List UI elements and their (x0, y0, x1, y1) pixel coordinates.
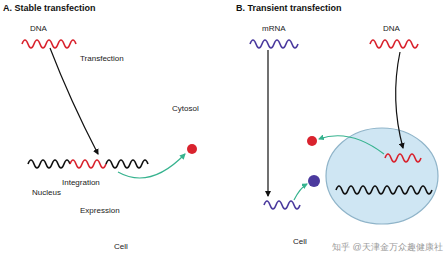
panel-title: B. Transient transfection (236, 3, 342, 14)
region-label: Cytosol (172, 104, 199, 114)
process-label: Transfection (80, 54, 124, 64)
nucleus-label: Nucleus (32, 188, 61, 198)
watermark: 知乎 @天津金万众趣健康社 (332, 242, 443, 253)
cell-label: Cell (114, 242, 128, 252)
mrna-wave (250, 40, 298, 48)
protein-dot (307, 136, 317, 146)
expression-arrow (319, 136, 384, 154)
mrna-wave (264, 201, 300, 209)
genome-wave (28, 160, 70, 168)
process-label: Expression (80, 206, 120, 216)
molecule-label: DNA (383, 24, 400, 34)
outline (226, 76, 444, 236)
integrated-dna-wave (70, 160, 106, 168)
molecule-label: DNA (30, 24, 47, 34)
nucleus-shape (326, 128, 438, 224)
episomal-dna-wave (385, 154, 421, 162)
genome-wave (336, 186, 432, 194)
process-label: Integration (62, 178, 100, 188)
cell-label: Cell (293, 237, 307, 247)
dna-wave (22, 40, 76, 48)
molecule-label: mRNA (262, 24, 286, 34)
cell-shape: Cell (226, 76, 444, 236)
mrna-arrow (267, 50, 268, 196)
transfection-arrow (50, 48, 98, 154)
outline (4, 74, 238, 240)
genome-wave (106, 160, 148, 168)
protein-dot (187, 144, 197, 154)
dna-wave (370, 40, 418, 48)
translation-arrow (294, 184, 307, 200)
protein-dot (308, 175, 320, 187)
panel-title: A. Stable transfection (3, 3, 96, 14)
transfection-arrow (396, 52, 403, 148)
cell-shape: CytosolCellIntegrationNucleus (4, 74, 238, 240)
expression-arrow (118, 154, 185, 178)
